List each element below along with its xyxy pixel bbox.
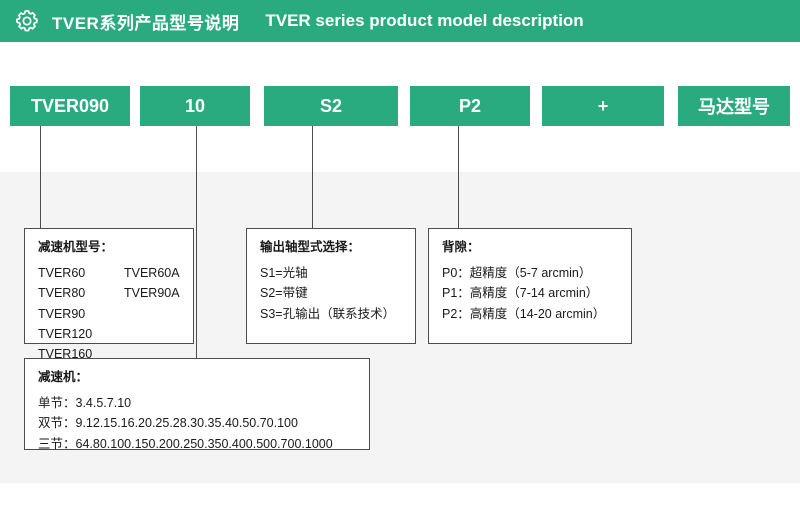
panel-model-row: TVER90 — [38, 304, 180, 324]
code-box-motor[interactable]: 马达型号 — [678, 86, 790, 126]
panel-model-cell: TVER60A — [124, 266, 180, 280]
panel-model-row: TVER120 — [38, 324, 180, 344]
panel-model-cell: TVER80 — [38, 286, 86, 301]
panel-shaft: 输出轴型式选择： S1=光轴 S2=带键 S3=孔输出（联系技术） — [246, 228, 416, 344]
code-box-plus[interactable]: + — [542, 86, 664, 126]
panel-model-cell: TVER90 — [38, 306, 86, 321]
header-title-cn: TVER系列产品型号说明 — [52, 13, 240, 33]
connector-line-backlash — [458, 126, 459, 228]
panel-backlash-title: 背隙： — [442, 240, 480, 254]
panel-model-cell: TVER160 — [38, 347, 93, 361]
panel-model-cell: TVER90A — [124, 286, 180, 301]
code-box-backlash[interactable]: P2 — [410, 86, 530, 126]
panel-model: 减速机型号： TVER60 TVER60A TVER80 TVER90A TVE… — [24, 228, 194, 361]
panel-model-row: TVER160 — [38, 344, 180, 364]
panel-model-row: TVER60 TVER60A — [38, 263, 180, 283]
panel-backlash-line: P2：高精度（14-20 arcmin） — [442, 306, 606, 321]
header-title-en: TVER series product model description — [265, 11, 584, 30]
panel-model-cell: TVER120 — [38, 326, 93, 341]
connector-line-ratio — [196, 126, 197, 400]
panel-shaft-line: S2=带键 — [260, 286, 308, 301]
page-header: TVER系列产品型号说明 TVER series product model d… — [0, 0, 800, 42]
panel-model-cell: TVER60 — [38, 266, 86, 280]
connector-line-model — [40, 126, 41, 228]
panel-backlash-line: P0：超精度（5-7 arcmin） — [442, 266, 592, 280]
panel-ratio-line: 双节：9.12.15.16.20.25.28.30.35.40.50.70.10… — [38, 416, 298, 431]
code-box-shaft[interactable]: S2 — [264, 86, 398, 126]
panel-ratio-title: 减速机： — [38, 370, 89, 384]
panel-shaft-line: S1=光轴 — [260, 266, 308, 280]
panel-ratio-line: 三节：64.80.100.150.200.250.350.400.500.700… — [38, 436, 333, 451]
panel-backlash: 背隙： P0：超精度（5-7 arcmin） P1：高精度（7-14 arcmi… — [428, 228, 632, 344]
panel-model-title: 减速机型号： — [38, 240, 114, 254]
panel-ratio: 减速机： 单节：3.4.5.7.10 双节：9.12.15.16.20.25.2… — [24, 358, 370, 451]
diagram-canvas: TVER090 10 S2 P2 + 马达型号 减速机型号： TVER60 TV… — [0, 42, 800, 505]
panel-shaft-title: 输出轴型式选择： — [260, 240, 361, 254]
code-box-ratio[interactable]: 10 — [140, 86, 250, 126]
top-white-band — [0, 42, 800, 172]
gear-icon — [15, 9, 38, 32]
connector-line-shaft — [312, 126, 313, 228]
bottom-white-band — [0, 483, 800, 505]
panel-model-row: TVER80 TVER90A — [38, 283, 180, 303]
panel-ratio-line: 单节：3.4.5.7.10 — [38, 396, 132, 410]
code-box-model[interactable]: TVER090 — [10, 86, 130, 126]
panel-backlash-line: P1：高精度（7-14 arcmin） — [442, 286, 599, 301]
panel-shaft-line: S3=孔输出（联系技术） — [260, 306, 396, 321]
